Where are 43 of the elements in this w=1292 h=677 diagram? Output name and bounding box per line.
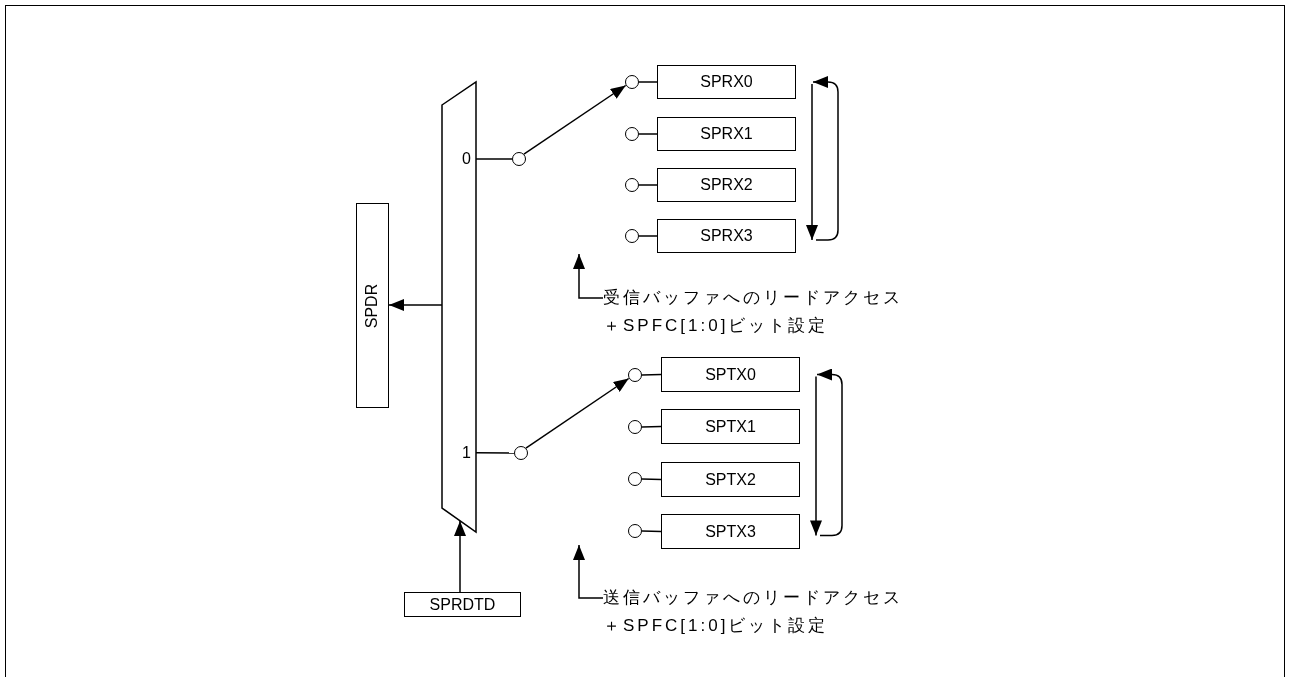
switch-terminal — [514, 446, 528, 460]
connector-line — [641, 530, 662, 533]
connector-line — [475, 452, 515, 454]
register-box: SPRX1 — [657, 117, 796, 151]
register-box: SPTX2 — [661, 462, 800, 497]
cycle-arrow — [810, 368, 843, 537]
register-box: SPTX0 — [661, 357, 800, 392]
register-box: SPDR — [356, 203, 389, 408]
input-label: 0 — [462, 149, 471, 168]
arrow — [523, 84, 627, 155]
note-text: 送信バッファへのリードアクセス＋SPFC[1:0]ビット設定 — [603, 584, 918, 642]
register-box: SPTX3 — [661, 514, 800, 549]
switch-terminal — [628, 524, 642, 538]
register-box: SPRX2 — [657, 168, 796, 202]
cycle-arrow — [806, 76, 839, 241]
arrow — [573, 544, 604, 599]
connector-line — [475, 158, 513, 160]
connector-line — [638, 81, 658, 83]
switch-terminal — [625, 178, 639, 192]
connector-line — [641, 425, 662, 428]
connector-line — [641, 373, 662, 376]
multiplexer-symbol — [442, 82, 476, 532]
switch-terminal — [625, 75, 639, 89]
connector-line — [641, 478, 662, 481]
register-box: SPRX0 — [657, 65, 796, 99]
arrow — [525, 377, 630, 449]
switch-terminal — [628, 472, 642, 486]
register-box: SPRDTD — [404, 592, 521, 617]
connector-line — [638, 235, 658, 237]
arrow — [573, 253, 604, 299]
switch-terminal — [625, 127, 639, 141]
arrow — [388, 299, 443, 311]
arrow — [454, 520, 466, 593]
connector-line — [638, 133, 658, 135]
switch-terminal — [625, 229, 639, 243]
switch-terminal — [628, 420, 642, 434]
connector-line — [638, 184, 658, 186]
register-box: SPTX1 — [661, 409, 800, 444]
register-box: SPRX3 — [657, 219, 796, 253]
input-label: 1 — [462, 443, 471, 462]
switch-terminal — [512, 152, 526, 166]
switch-terminal — [628, 368, 642, 382]
note-text: 受信バッファへのリードアクセス＋SPFC[1:0]ビット設定 — [603, 284, 918, 342]
